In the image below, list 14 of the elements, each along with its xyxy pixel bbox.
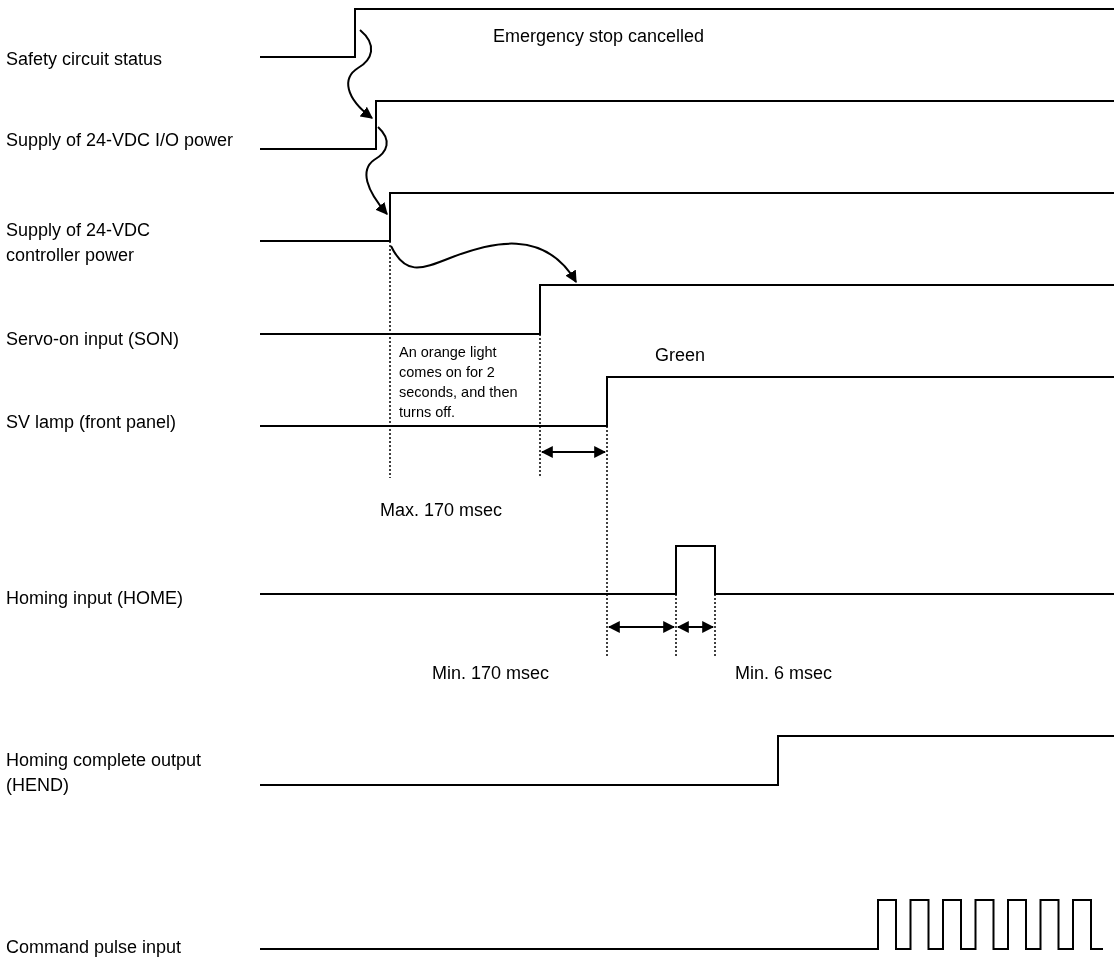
signal-name: Homing complete output (HEND): [6, 749, 203, 797]
timing-label: Min. 170 msec: [432, 662, 551, 685]
signal-name: Supply of 24-VDC controller power: [6, 219, 152, 267]
signal-name: Servo-on input (SON): [6, 328, 181, 351]
signal-name: SV lamp (front panel): [6, 411, 178, 434]
signal-name: Homing input (HOME): [6, 587, 185, 610]
state-note: Green: [655, 344, 707, 367]
signal-name: Supply of 24-VDC I/O power: [6, 129, 235, 152]
note-text: An orange light comes on for 2 seconds, and then turns off.: [399, 343, 519, 422]
signal-name: Safety circuit status: [6, 48, 164, 71]
timing-label: Max. 170 msec: [380, 499, 504, 522]
timing-label: Min. 6 msec: [735, 662, 834, 685]
signal-name: Command pulse input: [6, 936, 183, 959]
state-note: Emergency stop cancelled: [493, 25, 706, 48]
